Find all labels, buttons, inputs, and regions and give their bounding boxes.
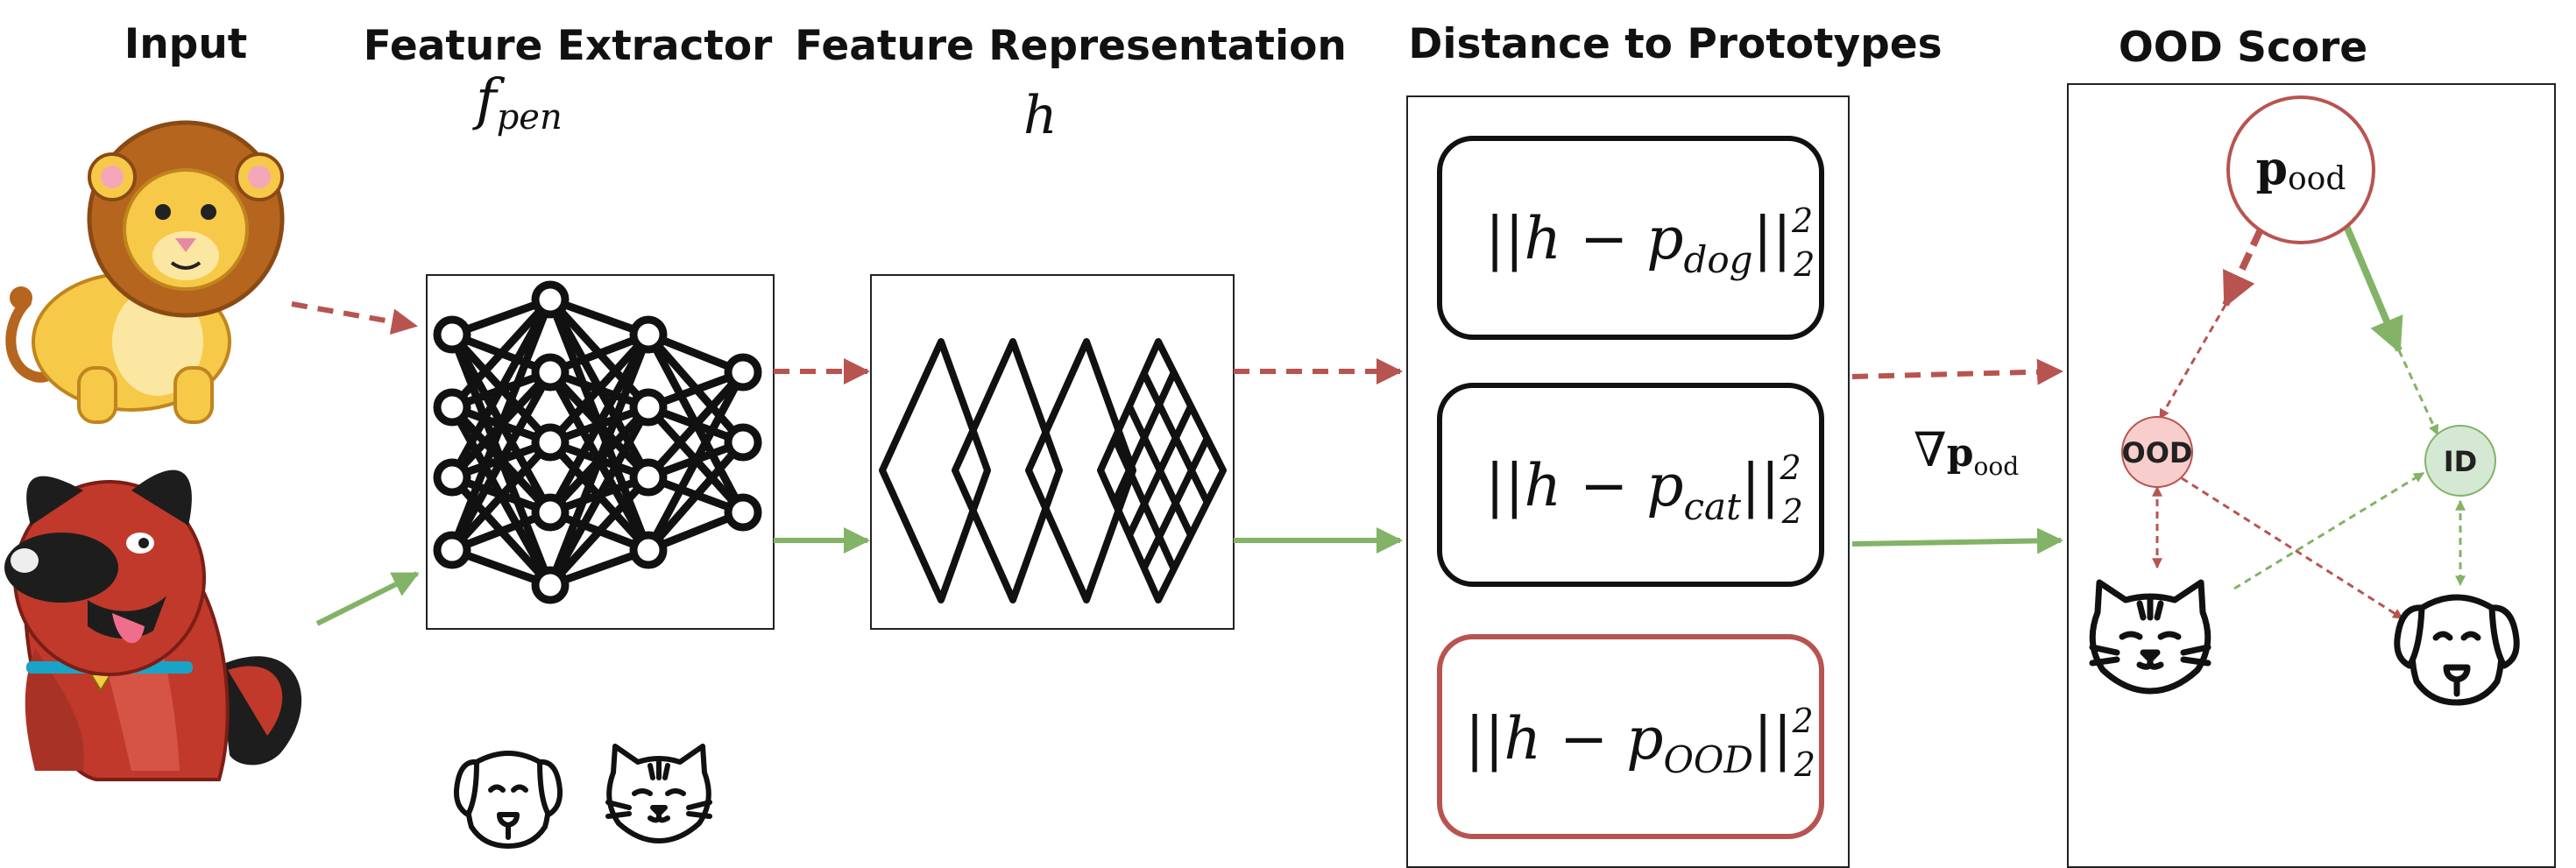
ood-node xyxy=(2121,416,2193,488)
nn-neuron xyxy=(629,315,668,354)
nn-neuron xyxy=(629,388,668,427)
feature-representation-symbol: h xyxy=(1023,85,1058,146)
ood-to-dog-edge xyxy=(2181,476,2404,620)
feature-layers-icon xyxy=(879,338,1227,603)
dog-to-extractor-arrow xyxy=(315,571,420,626)
distance-ood-box xyxy=(1437,634,1824,839)
distance-to-score-id-arrow xyxy=(1851,527,2063,554)
dog-face-icon xyxy=(453,751,563,849)
id-node xyxy=(2424,425,2496,497)
nn-neuron xyxy=(531,280,570,319)
dog-image xyxy=(4,469,302,781)
feature-extractor-symbol: fpen xyxy=(472,67,563,138)
nn-neuron xyxy=(531,353,570,392)
nn-neuron xyxy=(433,315,471,354)
nn-connection xyxy=(547,331,652,446)
nn-connection xyxy=(546,333,653,587)
lion-image xyxy=(5,120,285,424)
header-feature-extractor: Feature Extractor xyxy=(364,22,774,70)
nn-neuron xyxy=(531,566,570,604)
nn-neuron xyxy=(724,353,762,392)
ood-node-label: OOD xyxy=(2122,436,2193,469)
lion-to-extractor-arrow xyxy=(291,301,418,335)
gradient-label: ∇pood xyxy=(1914,422,2019,481)
nn-neuron xyxy=(629,531,668,569)
distance-to-score-ood-arrow xyxy=(1851,358,2063,385)
nn-neuron xyxy=(531,493,570,532)
nn-connection xyxy=(448,298,555,552)
root-to-id-edge xyxy=(2397,349,2439,436)
nn-connection xyxy=(449,370,554,553)
nn-neuron xyxy=(433,458,471,497)
nn-neuron xyxy=(724,423,762,462)
nn-connection xyxy=(645,440,747,553)
root-to-ood-thick-edge xyxy=(2222,228,2264,308)
neural-network-icon xyxy=(433,280,762,604)
nn-neuron xyxy=(629,458,668,497)
distance-dog-box xyxy=(1437,136,1824,340)
header-input: Input xyxy=(124,20,248,68)
root-node-label: pood xyxy=(2256,142,2346,197)
nn-connection xyxy=(449,439,554,554)
nn-connection xyxy=(449,296,554,411)
nn-neuron xyxy=(724,493,762,532)
nn-connection xyxy=(547,474,652,589)
header-ood-score: OOD Score xyxy=(2119,24,2367,72)
root-to-ood-edge xyxy=(2158,304,2227,420)
nn-connection xyxy=(645,369,747,481)
distance-cat-box xyxy=(1437,383,1824,587)
cat-to-id-edge xyxy=(2233,471,2425,590)
nn-neuron xyxy=(433,531,471,569)
nn-connection xyxy=(547,332,652,515)
cat-face-icon xyxy=(605,744,712,843)
id-node-label: ID xyxy=(2444,445,2477,478)
root-node xyxy=(2226,95,2375,244)
nn-connection xyxy=(547,405,652,588)
nn-connection xyxy=(645,370,747,553)
cat-face-icon xyxy=(2089,579,2212,695)
nn-neuron xyxy=(531,423,570,462)
root-to-id-thick-edge xyxy=(2343,224,2403,354)
header-feature-representation: Feature Representation xyxy=(795,22,1347,70)
nn-neuron xyxy=(433,388,471,427)
dog-face-icon xyxy=(2394,594,2520,706)
nn-connection xyxy=(449,297,554,480)
header-distance-to-prototypes: Distance to Prototypes xyxy=(1408,20,1942,68)
